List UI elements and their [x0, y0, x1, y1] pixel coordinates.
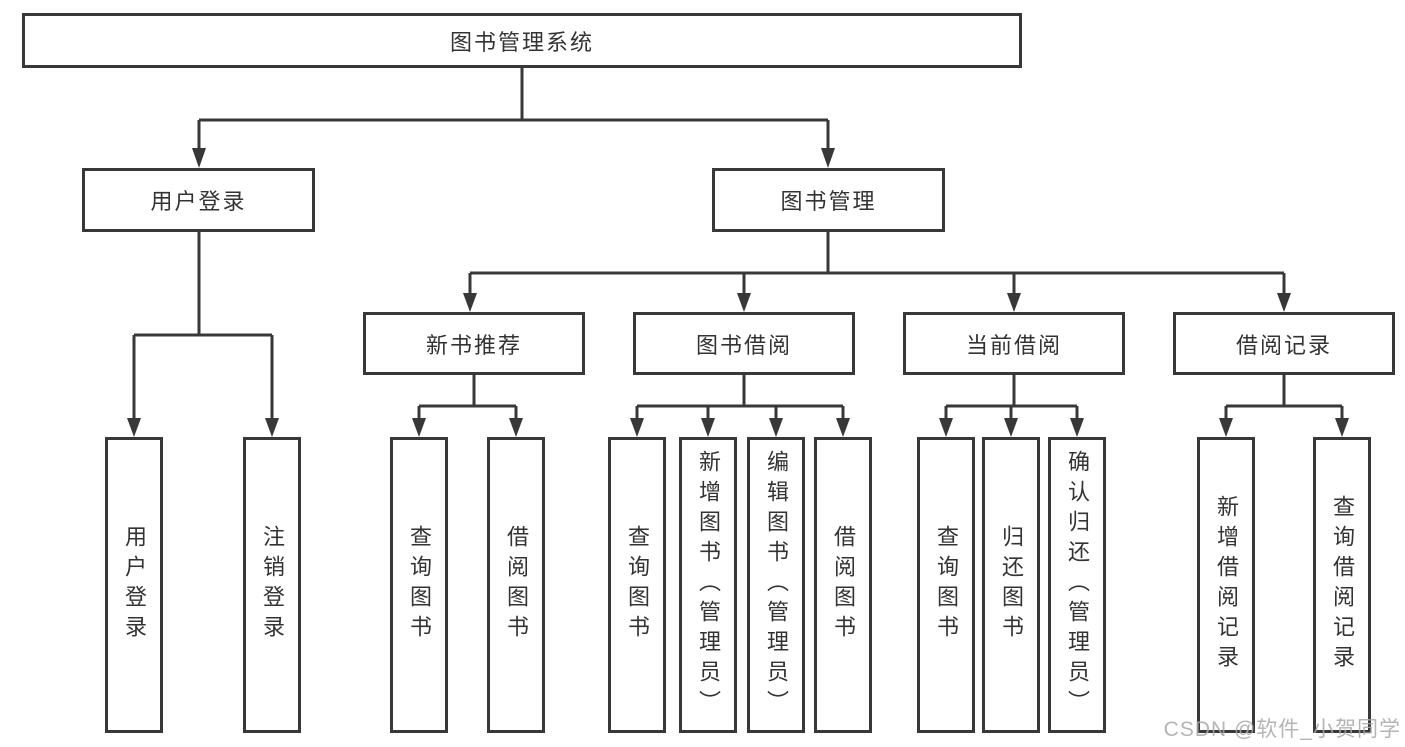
node-book-borrowing: 图书借阅: [633, 312, 855, 375]
leaf-return-books: 归还图书: [982, 437, 1040, 733]
arrowheads: [127, 148, 1349, 437]
leaf-query-books-current: 查询图书: [917, 437, 975, 733]
leaf-query-borrow-record: 查询借阅记录: [1313, 437, 1371, 733]
leaf-user-login: 用户登录: [105, 437, 163, 733]
leaf-edit-books-admin: 编辑图书（管理员）: [747, 437, 805, 733]
leaf-query-books-borrowing: 查询图书: [608, 437, 666, 733]
leaf-logout: 注销登录: [243, 437, 301, 733]
node-new-book-recommendation: 新书推荐: [363, 312, 585, 375]
leaf-borrow-books-borrowing: 借阅图书: [814, 437, 872, 733]
node-current-borrowing: 当前借阅: [903, 312, 1125, 375]
node-borrowing-records: 借阅记录: [1173, 312, 1395, 375]
leaf-query-books-recommend: 查询图书: [390, 437, 448, 733]
node-library-system: 图书管理系统: [22, 13, 1022, 68]
node-user-login: 用户登录: [82, 168, 315, 232]
leaf-borrow-books-recommend: 借阅图书: [487, 437, 545, 733]
node-book-management: 图书管理: [712, 168, 945, 232]
leaf-add-books-admin: 新增图书（管理员）: [679, 437, 737, 733]
leaf-confirm-return-admin: 确认归还（管理员）: [1048, 437, 1106, 733]
leaf-add-borrow-record: 新增借阅记录: [1197, 437, 1255, 733]
watermark: CSDN @软件_小贺同学: [1163, 718, 1401, 741]
